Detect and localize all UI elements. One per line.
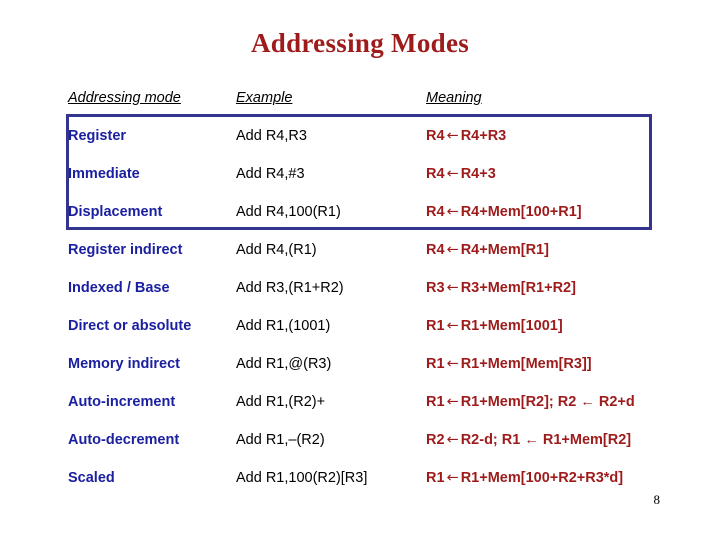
cell-example: Add R4,R3 — [236, 128, 307, 144]
meaning-expression: R4+Mem[R1] — [460, 242, 549, 258]
table-row: Auto-decrement Add R1,–(R2) R2←R2-d; R1 ← … — [68, 430, 708, 456]
table-row: Register Add R4,R3 R4←R4+R3 — [68, 126, 708, 152]
meaning-target: R1 — [426, 394, 445, 410]
left-arrow-icon: ← — [446, 280, 459, 296]
cell-addressing-mode: Indexed / Base — [68, 280, 170, 296]
column-header-example: Example — [236, 90, 293, 106]
column-header-meaning: Meaning — [426, 90, 482, 106]
cell-meaning: R1←R1+Mem[100+R2+R3*d] — [426, 468, 623, 488]
cell-meaning: R4←R4+Mem[R1] — [426, 240, 549, 260]
cell-example: Add R3,(R1+R2) — [236, 280, 344, 296]
left-arrow-icon: ← — [446, 470, 459, 486]
cell-addressing-mode: Scaled — [68, 470, 115, 486]
cell-addressing-mode: Auto-increment — [68, 394, 176, 410]
cell-addressing-mode: Register indirect — [68, 242, 183, 258]
meaning-target: R4 — [426, 242, 445, 258]
meaning-expression: R1+Mem[1001] — [460, 318, 563, 334]
cell-addressing-mode: Register — [68, 128, 127, 144]
meaning-target: R3 — [426, 280, 445, 296]
left-arrow-icon: ← — [446, 242, 459, 258]
cell-addressing-mode: Memory indirect — [68, 356, 180, 372]
cell-addressing-mode: Auto-decrement — [68, 432, 180, 448]
page-title: Addressing Modes — [250, 28, 470, 58]
table-header-row: Addressing mode Example Meaning — [68, 88, 708, 114]
cell-meaning: R4←R4+Mem[100+R1] — [426, 202, 582, 222]
table-row: Scaled Add R1,100(R2)[R3] R1←R1+Mem[100+R2… — [68, 468, 708, 494]
page-number: 8 — [653, 492, 661, 507]
left-arrow-icon: ← — [446, 394, 459, 410]
cell-meaning: R1←R1+Mem[Mem[R3]] — [426, 354, 592, 374]
cell-example: Add R4,(R1) — [236, 242, 317, 258]
meaning-expression: R4+3 — [460, 166, 496, 182]
left-arrow-icon: ← — [446, 166, 459, 182]
left-arrow-icon: ← — [446, 318, 459, 334]
table-row: Indexed / Base Add R3,(R1+R2) R3←R3+Mem[R1… — [68, 278, 708, 304]
table-row: Auto-increment Add R1,(R2)+ R1←R1+Mem[R2];… — [68, 392, 708, 418]
meaning-expression: R4+R3 — [460, 128, 507, 144]
cell-example: Add R4,100(R1) — [236, 204, 341, 220]
meaning-target: R4 — [426, 166, 445, 182]
cell-meaning: R1←R1+Mem[1001] — [426, 316, 563, 336]
left-arrow-icon: ← — [446, 356, 459, 372]
meaning-target: R1 — [426, 318, 445, 334]
cell-meaning: R4←R4+3 — [426, 164, 496, 184]
cell-example: Add R1,(1001) — [236, 318, 331, 334]
table-row: Direct or absolute Add R1,(1001) R1←R1+Mem… — [68, 316, 708, 342]
meaning-expression: R1+Mem[R2]; R2 ← R2+d — [460, 394, 635, 410]
cell-meaning: R3←R3+Mem[R1+R2] — [426, 278, 576, 298]
cell-addressing-mode: Displacement — [68, 204, 163, 220]
table-row: Displacement Add R4,100(R1) R4←R4+Mem[100+… — [68, 202, 708, 228]
cell-example: Add R1,–(R2) — [236, 432, 325, 448]
cell-example: Add R1,(R2)+ — [236, 394, 326, 410]
table-row: Memory indirect Add R1,@(R3) R1←R1+Mem[Mem… — [68, 354, 708, 380]
meaning-target: R4 — [426, 128, 445, 144]
meaning-expression: R2-d; R1 ← R1+Mem[R2] — [460, 432, 632, 448]
cell-addressing-mode: Direct or absolute — [68, 318, 192, 334]
cell-example: Add R4,#3 — [236, 166, 305, 182]
cell-meaning: R4←R4+R3 — [426, 126, 506, 146]
cell-example: Add R1,100(R2)[R3] — [236, 470, 368, 486]
meaning-target: R1 — [426, 470, 445, 486]
meaning-expression: R4+Mem[100+R1] — [460, 204, 582, 220]
cell-addressing-mode: Immediate — [68, 166, 140, 182]
meaning-target: R1 — [426, 356, 445, 372]
left-arrow-icon: ← — [446, 204, 459, 220]
left-arrow-icon: ← — [446, 432, 459, 448]
column-header-addressing-mode: Addressing mode — [68, 90, 181, 106]
table-row: Register indirect Add R4,(R1) R4←R4+Mem[R1… — [68, 240, 708, 266]
left-arrow-icon: ← — [446, 128, 459, 144]
meaning-expression: R3+Mem[R1+R2] — [460, 280, 576, 296]
cell-meaning: R2←R2-d; R1 ← R1+Mem[R2] — [426, 430, 631, 450]
table-row: Immediate Add R4,#3 R4←R4+3 — [68, 164, 708, 190]
cell-meaning: R1←R1+Mem[R2]; R2 ← R2+d — [426, 392, 635, 412]
meaning-expression: R1+Mem[Mem[R3]] — [460, 356, 592, 372]
meaning-target: R2 — [426, 432, 445, 448]
meaning-expression: R1+Mem[100+R2+R3*d] — [460, 470, 624, 486]
cell-example: Add R1,@(R3) — [236, 356, 332, 372]
meaning-target: R4 — [426, 204, 445, 220]
